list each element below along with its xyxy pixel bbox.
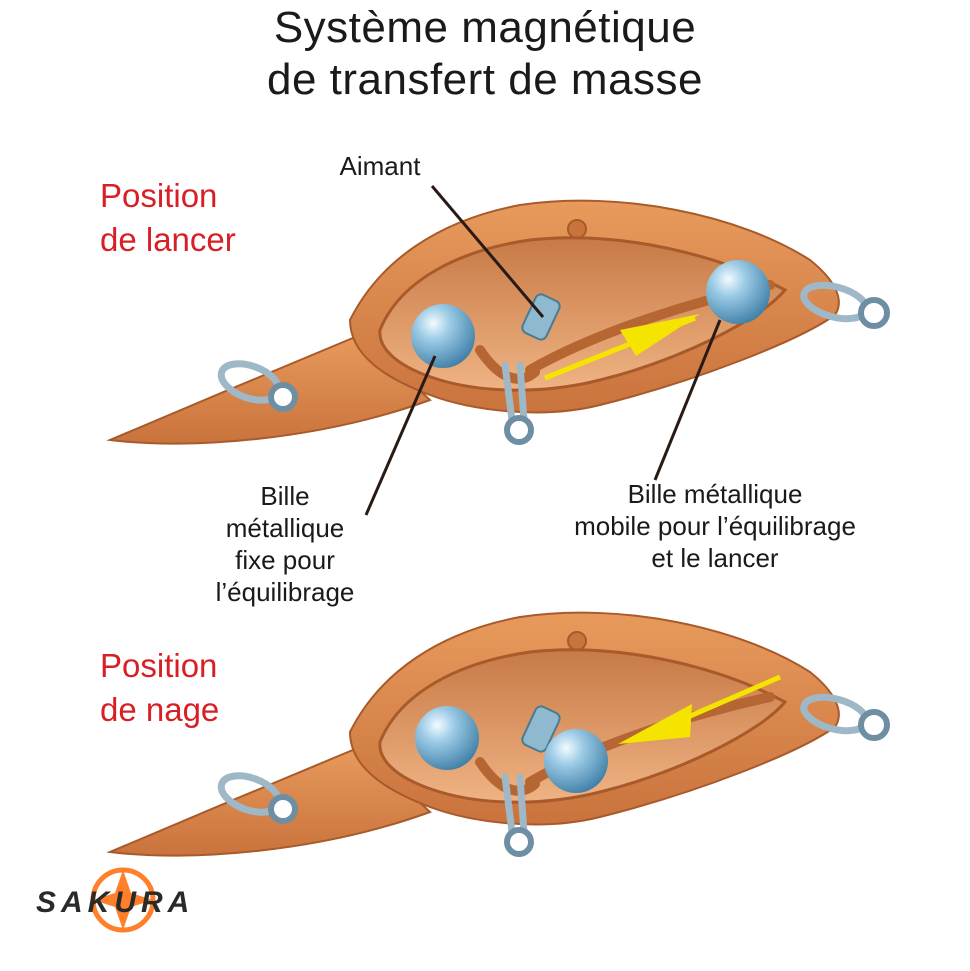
mobile-ball-label: Bille métallique mobile pour l’équilibra… — [574, 479, 856, 573]
fixed-ball-pointer — [364, 355, 437, 516]
mobile-ball — [706, 260, 770, 324]
swim-position-label: Position de nage — [100, 647, 220, 728]
mobile-ball — [544, 729, 608, 793]
title-line-1: Système magnétique — [273, 3, 697, 52]
mobile-ball-pointer — [653, 319, 722, 481]
lure-swim-position — [110, 613, 887, 856]
sakura-logo-text: SAKURA — [36, 886, 195, 919]
cast-position-label: Position de lancer — [100, 177, 236, 258]
fixed-ball — [411, 304, 475, 368]
lure-cast-position — [110, 201, 887, 444]
fixed-ball-label: Bille métallique fixe pour l’équilibrage — [215, 481, 355, 607]
yellow-arrow-icon — [618, 704, 692, 744]
sakura-logo-icon — [90, 867, 156, 933]
yellow-arrow-icon — [620, 314, 700, 356]
fixed-ball — [415, 706, 479, 770]
title-line-2: de transfert de masse — [266, 55, 704, 104]
magnet-pointer — [430, 185, 545, 318]
magnet-label: Aimant — [339, 151, 421, 181]
